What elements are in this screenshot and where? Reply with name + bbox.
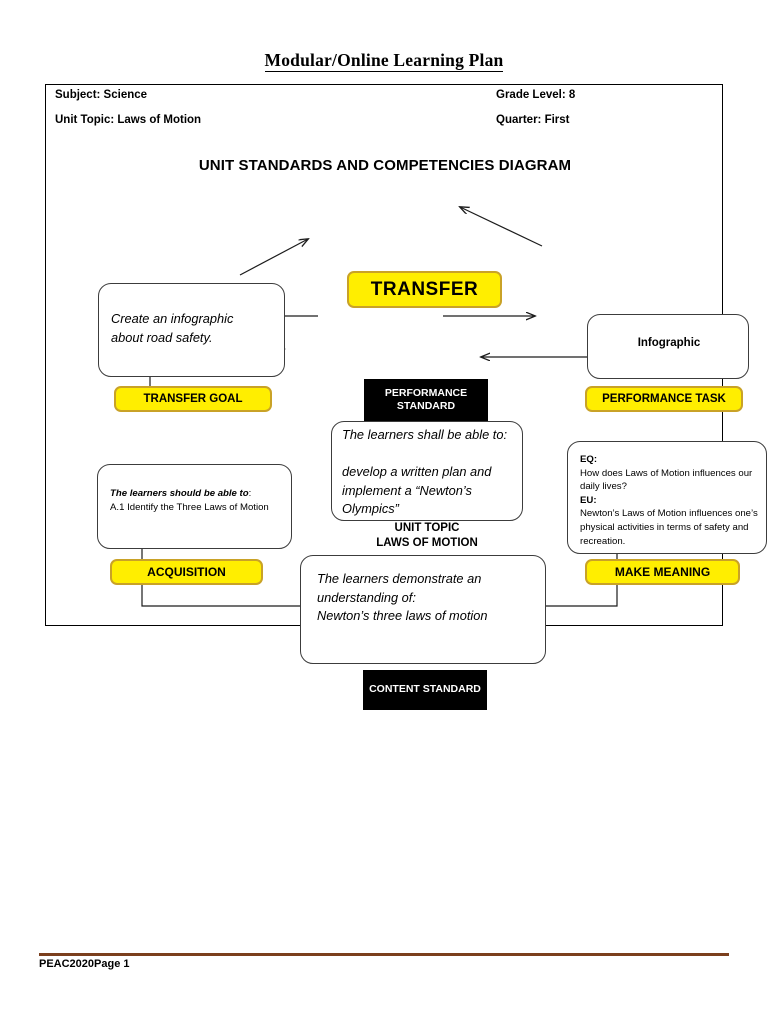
understanding-line2: Newton’s three laws of motion [317, 608, 488, 624]
center-line1: The learners shall be able to: [342, 427, 508, 442]
understanding-text: The learners demonstrate an understandin… [317, 570, 537, 626]
acquisition-lead-suffix: : [248, 488, 252, 499]
diagram-heading: UNIT STANDARDS AND COMPETENCIES DIAGRAM [198, 157, 572, 174]
meta-grade-level: Grade Level: 8 [496, 89, 576, 101]
meta-subject: Subject: Science [55, 89, 148, 101]
understanding-line1: The learners demonstrate an understandin… [317, 571, 482, 605]
unit-topic-caption-line1: UNIT TOPIC [394, 522, 460, 534]
page-title-text: Modular/Online Learning Plan [264, 50, 504, 72]
acquisition-detail-callout: The learners should be able to: A.1 Iden… [97, 464, 292, 549]
performance-task-node[interactable]: PERFORMANCE TASK [585, 386, 743, 412]
meta-quarter: Quarter: First [496, 114, 570, 126]
page-title: Modular/Online Learning Plan [0, 50, 768, 72]
unit-topic-caption-line2: LAWS OF MOTION [376, 536, 478, 549]
footer-rule [39, 953, 729, 956]
infographic-label: Infographic [637, 337, 701, 349]
eq-eu-callout: EQ: How does Laws of Motion influences o… [567, 441, 767, 554]
infographic-callout: Infographic [587, 314, 749, 379]
unit-topic-caption: UNIT TOPIC LAWS OF MOTION [331, 521, 523, 550]
road-safety-callout: Create an infographic about road safety. [98, 283, 285, 377]
acquisition-detail-text: The learners should be able to: A.1 Iden… [110, 487, 282, 514]
eq-label: EQ: [580, 454, 598, 465]
eq-eu-text: EQ: How does Laws of Motion influences o… [580, 453, 762, 548]
acquisition-node[interactable]: ACQUISITION [110, 559, 263, 585]
transfer-goal-statement-callout: The learners shall be able to: develop a… [331, 421, 523, 521]
performance-standard-node[interactable]: PERFORMANCE STANDARD [364, 379, 488, 421]
road-safety-text: Create an infographic about road safety. [111, 310, 281, 347]
road-safety-line1: Create an infographic [111, 311, 234, 326]
acquisition-body: A.1 Identify the Three Laws of Motion [110, 501, 269, 513]
meta-unit-topic: Unit Topic: Laws of Motion [55, 114, 202, 126]
eu-label: EU: [580, 494, 597, 506]
center-line2: develop a written plan and implement a “… [342, 464, 492, 517]
road-safety-line2: about road safety. [111, 329, 213, 345]
eu-text: Newton’s Laws of Motion influences one’s… [580, 508, 758, 547]
footer-text: PEAC2020Page 1 [39, 958, 130, 970]
make-meaning-node[interactable]: MAKE MEANING [585, 559, 740, 585]
acquisition-lead: The learners should be able to [110, 488, 249, 499]
eq-text: How does Laws of Motion influences our d… [580, 467, 753, 493]
transfer-node[interactable]: TRANSFER [347, 271, 502, 308]
transfer-goal-node[interactable]: TRANSFER GOAL [114, 386, 272, 412]
understanding-callout: The learners demonstrate an understandin… [300, 555, 546, 664]
content-standard-node[interactable]: CONTENT STANDARD [363, 670, 487, 710]
document-frame: Subject: Science Grade Level: 8 Unit Top… [45, 84, 767, 710]
transfer-goal-statement-text: The learners shall be able to: develop a… [342, 426, 522, 519]
